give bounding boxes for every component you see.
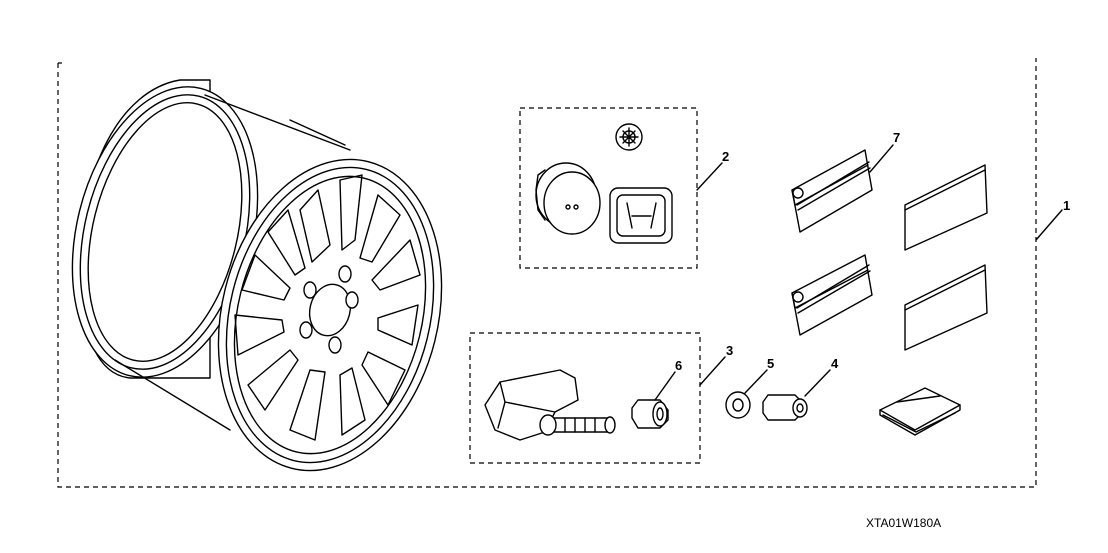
figure-code: XTA01W180A <box>866 516 941 530</box>
callout-3: 3 <box>726 343 733 358</box>
valve-nut-icon <box>631 399 669 429</box>
sensor-group-boundary <box>469 332 701 464</box>
leader-line-2 <box>696 162 723 191</box>
callout-5: 5 <box>767 356 774 371</box>
booklet-icon <box>879 387 961 436</box>
leader-line-6 <box>654 371 676 401</box>
sticker-icon <box>904 264 988 351</box>
leader-line-1 <box>1035 209 1063 241</box>
leader-line-7 <box>869 144 894 173</box>
leader-line-3 <box>699 356 726 386</box>
center-cap-icon <box>535 162 601 235</box>
callout-4: 4 <box>831 356 839 371</box>
tpms-sensor-icon <box>484 369 616 441</box>
clip-icon <box>615 123 643 151</box>
leader-line-4 <box>804 369 831 397</box>
alloy-wheel-icon <box>71 79 443 472</box>
sticker-icon <box>791 149 873 233</box>
leader-line-5 <box>744 369 768 394</box>
callout-6: 6 <box>675 358 682 373</box>
cap-group-boundary <box>519 107 698 269</box>
washer-icon <box>725 391 751 419</box>
callout-1: 1 <box>1063 198 1070 213</box>
valve-cap-icon <box>762 394 808 421</box>
emblem-icon <box>609 187 673 244</box>
callout-7: 7 <box>893 130 900 145</box>
sticker-icon <box>904 164 988 251</box>
kit-boundary <box>57 58 1037 488</box>
callout-2: 2 <box>722 149 729 164</box>
sticker-icon <box>791 254 873 336</box>
